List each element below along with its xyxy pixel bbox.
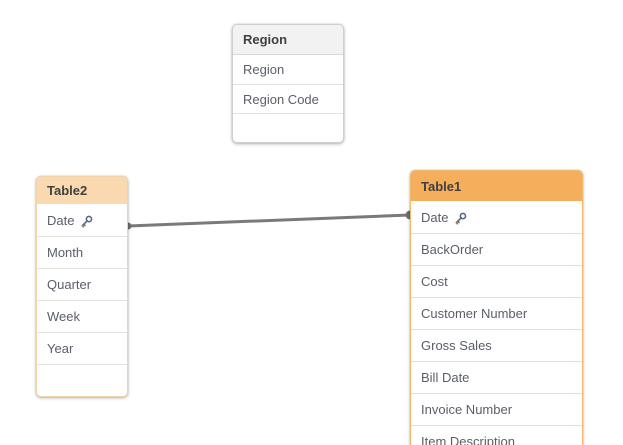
field-row[interactable]: Year xyxy=(37,332,127,364)
table-card-region[interactable]: Region Region Region Code xyxy=(232,24,344,143)
field-row[interactable]: Item Description xyxy=(411,425,582,445)
field-label: Invoice Number xyxy=(421,402,513,417)
field-row[interactable]: Date xyxy=(37,204,127,236)
field-label: Quarter xyxy=(47,277,92,292)
field-label: Bill Date xyxy=(421,370,470,385)
field-row[interactable]: Customer Number xyxy=(411,297,582,329)
field-row[interactable]: BackOrder xyxy=(411,233,582,265)
field-row[interactable]: Region xyxy=(233,55,343,84)
field-label: Item Description xyxy=(421,434,515,445)
field-row[interactable]: Cost xyxy=(411,265,582,297)
table-card-table1[interactable]: Table1 Date BackOrder Cost Customer Numb… xyxy=(410,170,583,445)
field-label: Region Code xyxy=(243,91,319,107)
table-header-region[interactable]: Region xyxy=(233,25,343,55)
association-line xyxy=(126,213,412,228)
field-row[interactable]: Gross Sales xyxy=(411,329,582,361)
field-row[interactable]: Invoice Number xyxy=(411,393,582,425)
table-header-table2[interactable]: Table2 xyxy=(37,177,127,204)
field-label: Customer Number xyxy=(421,306,528,321)
field-row[interactable]: Week xyxy=(37,300,127,332)
key-icon xyxy=(454,212,467,225)
field-label: Region xyxy=(243,62,285,77)
table-title: Table2 xyxy=(47,183,88,198)
field-row[interactable]: Quarter xyxy=(37,268,127,300)
field-label: Cost xyxy=(421,274,448,289)
field-label: Week xyxy=(47,309,80,324)
field-row[interactable]: Date xyxy=(411,201,582,233)
field-row[interactable]: Bill Date xyxy=(411,361,582,393)
association-link-table2-date-table1-date[interactable] xyxy=(124,210,415,230)
field-row-empty xyxy=(233,113,343,142)
field-label: Year xyxy=(47,341,74,356)
field-label: Month xyxy=(47,245,84,260)
table-card-table2[interactable]: Table2 Date Month Quarter Week Year xyxy=(36,176,128,397)
table-title: Table1 xyxy=(421,178,462,194)
table-header-table1[interactable]: Table1 xyxy=(411,171,582,201)
field-label: Date xyxy=(47,212,75,228)
field-row[interactable]: Month xyxy=(37,236,127,268)
field-row-empty xyxy=(37,364,127,396)
field-label: Gross Sales xyxy=(421,338,492,353)
field-label: Date xyxy=(421,209,449,225)
key-icon xyxy=(80,215,93,228)
field-row[interactable]: Region Code xyxy=(233,84,343,113)
table-title: Region xyxy=(243,32,288,47)
field-label: BackOrder xyxy=(421,242,484,257)
